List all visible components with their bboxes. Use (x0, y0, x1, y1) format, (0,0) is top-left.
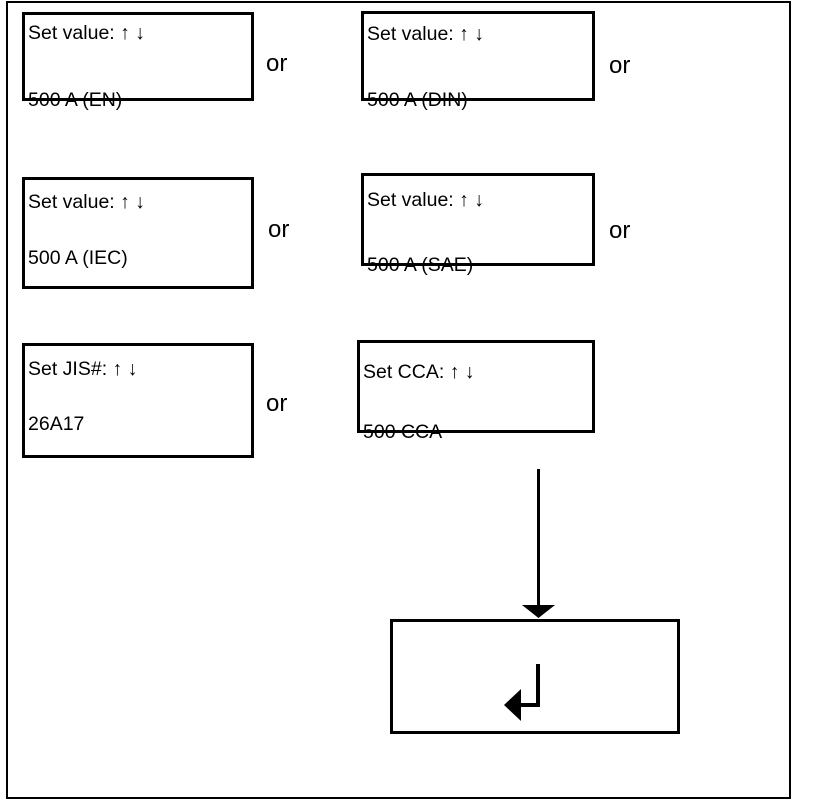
or-label: or (266, 50, 288, 77)
lcd-screen-din: Set value: ↑ ↓ 500 A (DIN) (361, 11, 595, 111)
or-label: or (609, 52, 631, 79)
lcd-line1: Set value: ↑ ↓ (28, 22, 146, 44)
or-label: or (609, 217, 631, 244)
lcd-screen-en: Set value: ↑ ↓ 500 A (EN) (22, 12, 254, 111)
lcd-line1: Set value: ↑ ↓ (28, 191, 146, 213)
down-arrow-icon (522, 469, 555, 618)
confirm-screen (390, 619, 680, 734)
lcd-screen-jis: Set JIS#: ↑ ↓ 26A17 (22, 343, 254, 458)
lcd-line2: 26A17 (28, 413, 85, 435)
lcd-line1: Set value: ↑ ↓ (367, 189, 485, 211)
lcd-line2: 500 CCA (363, 421, 443, 443)
lcd-line1: Set CCA: ↑ ↓ (363, 361, 475, 383)
lcd-line2: 500 A (IEC) (28, 247, 128, 269)
or-label: or (268, 216, 290, 243)
lcd-line2: 500 A (SAE) (367, 254, 474, 276)
or-label: or (266, 390, 288, 417)
lcd-screen-sae: Set value: ↑ ↓ 500 A (SAE) (361, 173, 595, 276)
lcd-line1: Set JIS#: ↑ ↓ (28, 358, 138, 380)
page-border (6, 1, 791, 799)
lcd-screen-cca: Set CCA: ↑ ↓ 500 CCA (357, 340, 595, 443)
lcd-line2: 500 A (EN) (28, 89, 123, 111)
lcd-line2: 500 A (DIN) (367, 89, 468, 111)
lcd-screen-iec: Set value: ↑ ↓ 500 A (IEC) (22, 177, 254, 289)
enter-arrow-icon (504, 664, 540, 721)
lcd-line1: Set value: ↑ ↓ (367, 23, 485, 45)
